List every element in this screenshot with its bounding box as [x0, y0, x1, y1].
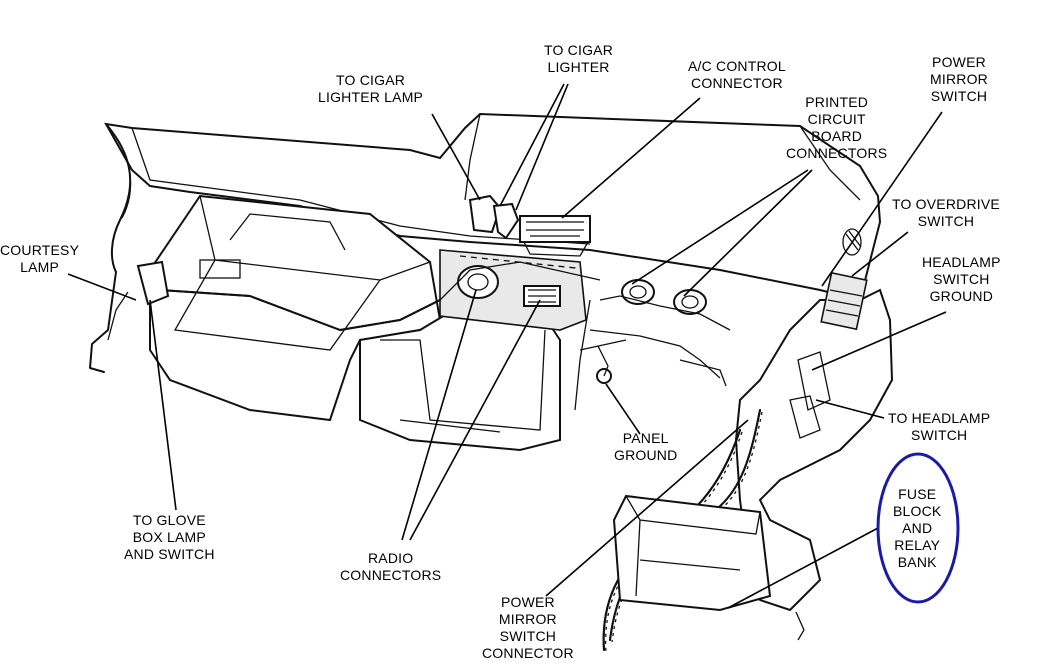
label-ac-control-connector: A/C CONTROL CONNECTOR — [688, 58, 786, 92]
label-line: SWITCH — [910, 427, 968, 443]
label-line: POWER — [932, 54, 986, 70]
label-line: BANK — [897, 554, 937, 570]
label-line: SWITCH — [933, 271, 990, 287]
label-line: TO OVERDRIVE — [892, 196, 1000, 212]
label-to-glove-box-lamp-and-switch: TO GLOVE BOX LAMP AND SWITCH — [124, 512, 215, 563]
right-end-panel — [734, 271, 894, 641]
label-line: BOX LAMP — [132, 529, 206, 545]
panel-ground-shape — [579, 339, 727, 387]
label-line: POWER — [500, 594, 555, 610]
label-line: LIGHTER — [547, 59, 610, 75]
label-line: MIRROR — [930, 71, 988, 87]
label-line: TO GLOVE — [132, 512, 206, 528]
label-courtesy-lamp: COURTESY LAMP — [0, 242, 79, 276]
label-line: MIRROR — [498, 611, 557, 627]
label-line: FUSE — [898, 486, 937, 502]
label-line: PANEL — [622, 430, 669, 446]
label-line: CONNECTOR — [691, 75, 783, 91]
leader-lines — [67, 83, 947, 609]
label-line: SWITCH — [917, 213, 975, 229]
label-radio-connectors: RADIO CONNECTORS — [340, 550, 441, 584]
label-line: BOARD — [811, 128, 863, 144]
label-line: SWITCH — [930, 88, 988, 104]
label-to-headlamp-switch: TO HEADLAMP SWITCH — [888, 410, 990, 444]
fuse-block-shape — [612, 494, 772, 612]
label-line: LAMP — [20, 259, 60, 275]
label-line: SWITCH — [499, 628, 557, 644]
label-line: BLOCK — [893, 503, 942, 519]
label-to-overdrive-switch: TO OVERDRIVE SWITCH — [892, 196, 1000, 230]
label-headlamp-switch-ground: HEADLAMP SWITCH GROUND — [922, 254, 1001, 305]
label-line: CONNECTOR — [482, 645, 574, 661]
top-connectors — [468, 194, 591, 257]
dash-left-end — [89, 123, 132, 373]
label-to-cigar-lighter-lamp: TO CIGAR LIGHTER LAMP — [318, 72, 423, 106]
label-line: TO CIGAR — [544, 42, 614, 58]
label-line: AND SWITCH — [124, 546, 215, 562]
label-line: RADIO — [367, 550, 414, 566]
radio-housing — [439, 249, 587, 331]
label-fuse-block-and-relay-bank: FUSE BLOCK AND RELAY BANK — [893, 486, 941, 571]
label-line: RELAY — [894, 537, 941, 553]
label-line: COURTESY — [0, 242, 80, 258]
label-power-mirror-switch: POWER MIRROR SWITCH — [930, 54, 988, 105]
label-line: CONNECTORS — [340, 567, 442, 583]
label-line: AND — [902, 520, 933, 536]
label-line: A/C CONTROL — [688, 58, 786, 74]
label-line: HEADLAMP — [922, 254, 1001, 270]
label-line: LIGHTER LAMP — [318, 89, 424, 105]
label-line: CONNECTORS — [786, 145, 888, 161]
center-console — [359, 298, 561, 452]
pcb-connector-shapes — [589, 279, 731, 379]
label-printed-circuit-board-connectors: PRINTED CIRCUIT BOARD CONNECTORS — [786, 94, 887, 162]
label-line: GROUND — [614, 447, 678, 463]
label-line: TO CIGAR — [336, 72, 406, 88]
courtesy-lamp-shape — [107, 260, 170, 341]
label-power-mirror-switch-connector: POWER MIRROR SWITCH CONNECTOR — [482, 594, 574, 662]
glove-box-housing — [149, 194, 442, 422]
label-line: PRINTED — [805, 94, 869, 110]
label-line: TO HEADLAMP — [888, 410, 991, 426]
label-line: GROUND — [929, 288, 994, 304]
label-panel-ground: PANEL GROUND — [614, 430, 677, 464]
label-line: CIRCUIT — [807, 111, 866, 127]
label-to-cigar-lighter: TO CIGAR LIGHTER — [544, 42, 613, 76]
